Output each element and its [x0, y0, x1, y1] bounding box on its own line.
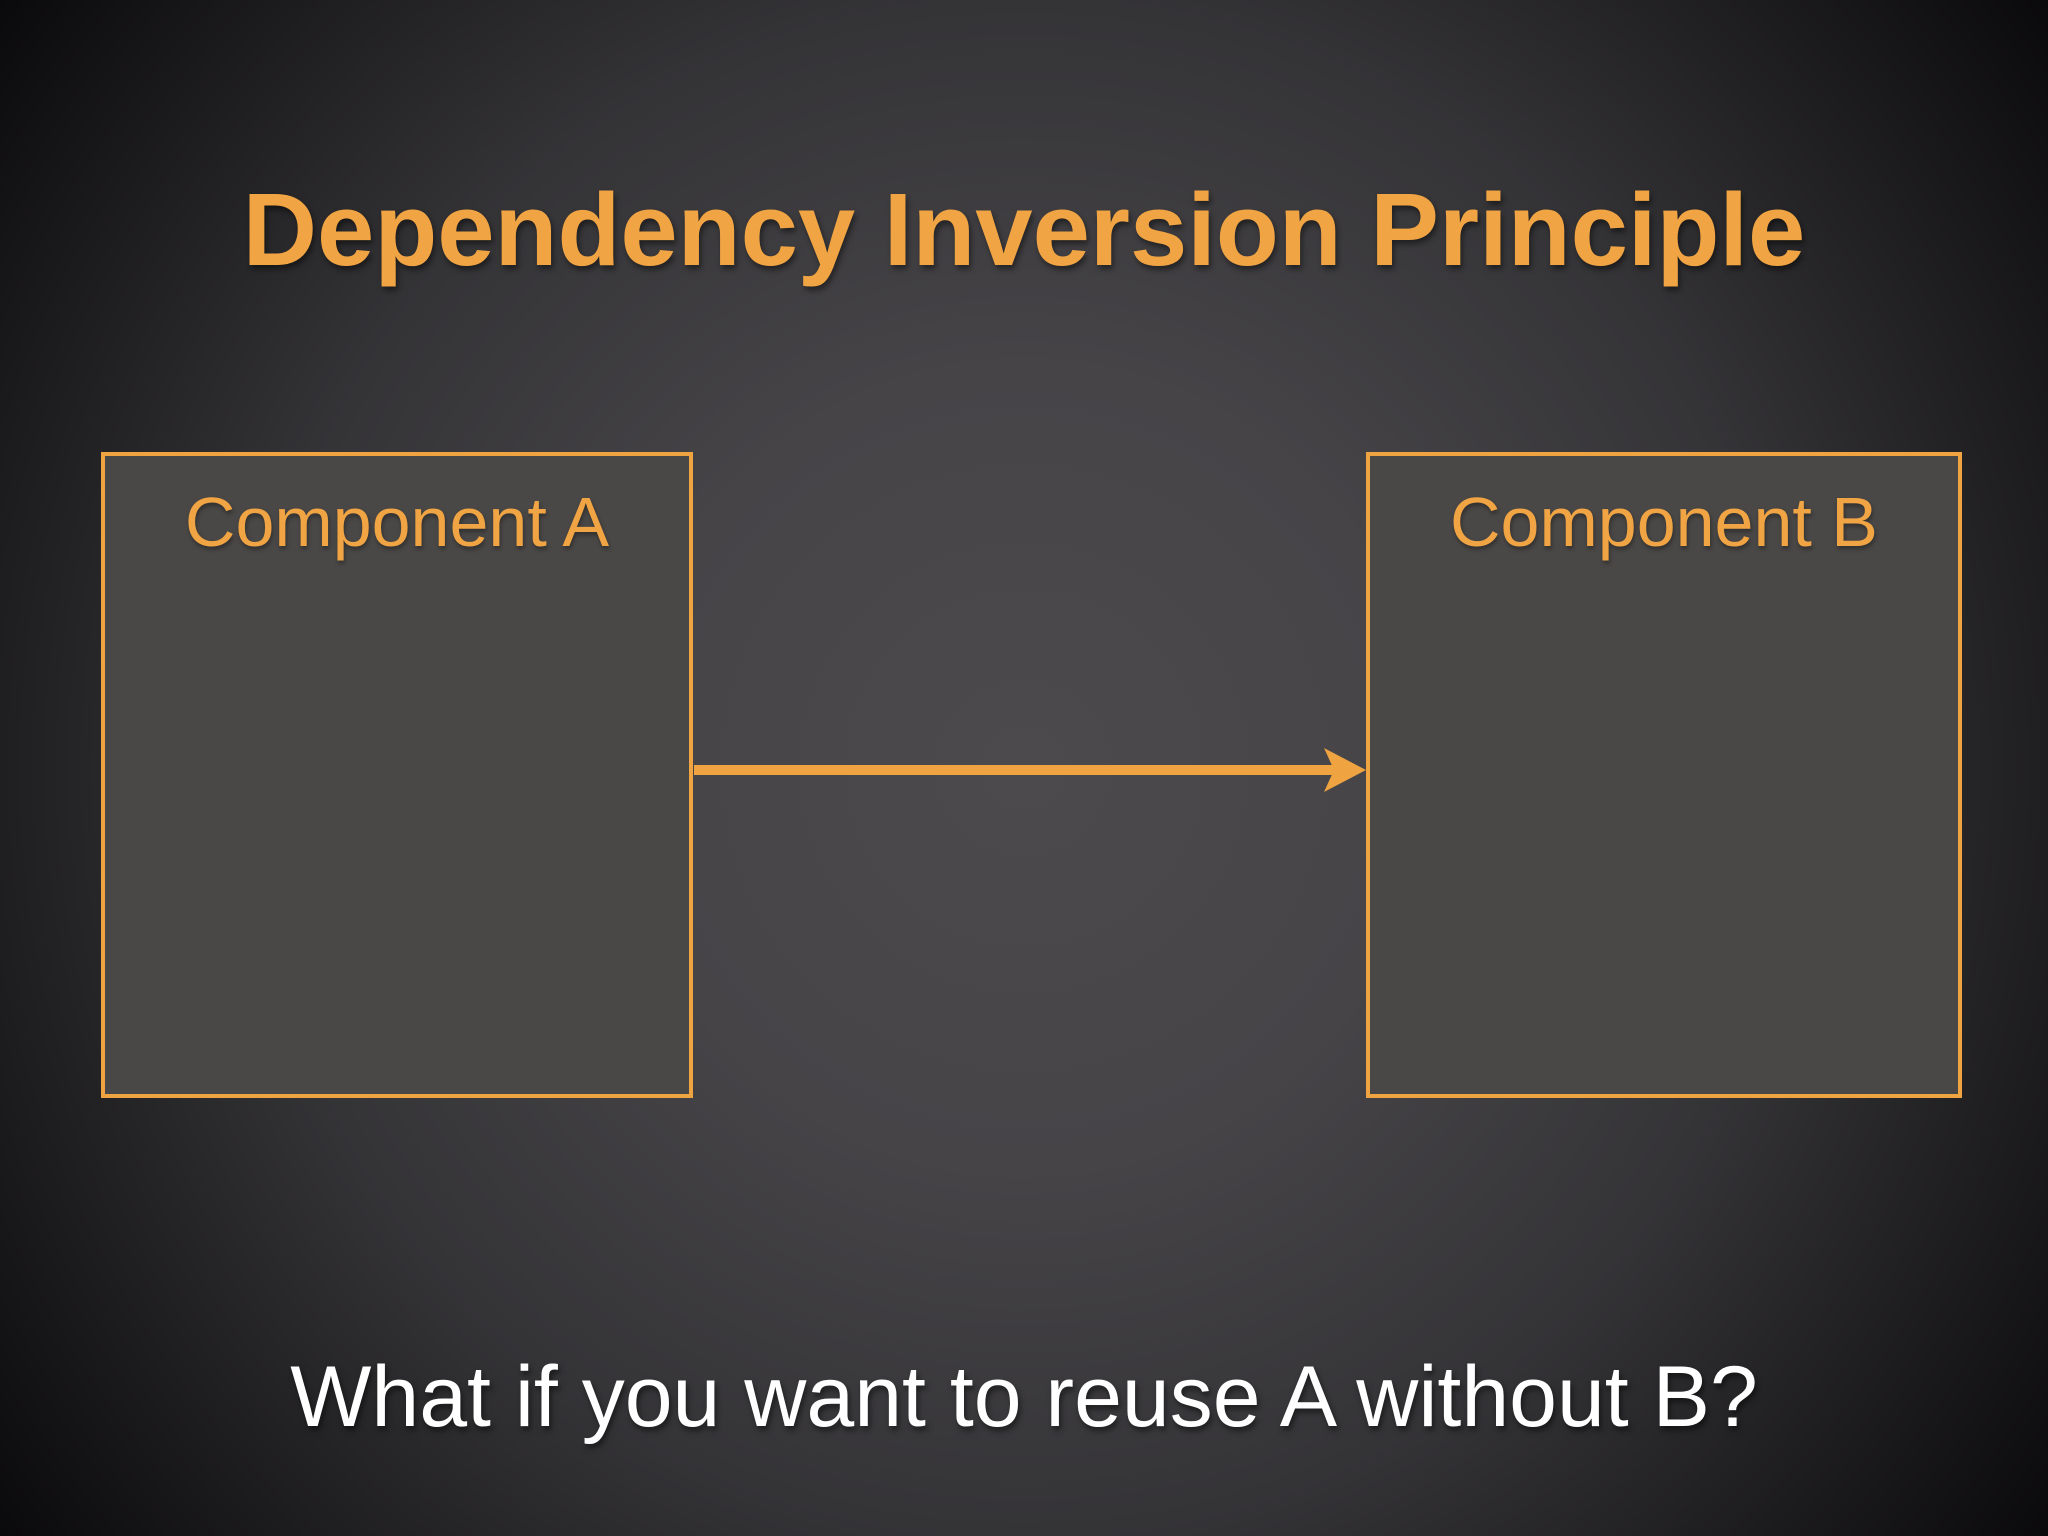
component-b-box: Component B	[1366, 452, 1962, 1098]
dependency-arrow-icon	[694, 748, 1366, 792]
component-a-box: Component A	[101, 452, 693, 1098]
question-text: What if you want to reuse A without B?	[290, 1349, 1758, 1445]
component-a-label: Component A	[184, 483, 610, 561]
arrow-head-icon	[1324, 748, 1366, 792]
slide-title: Dependency Inversion Principle	[242, 172, 1806, 287]
component-b-label: Component B	[1449, 483, 1879, 561]
